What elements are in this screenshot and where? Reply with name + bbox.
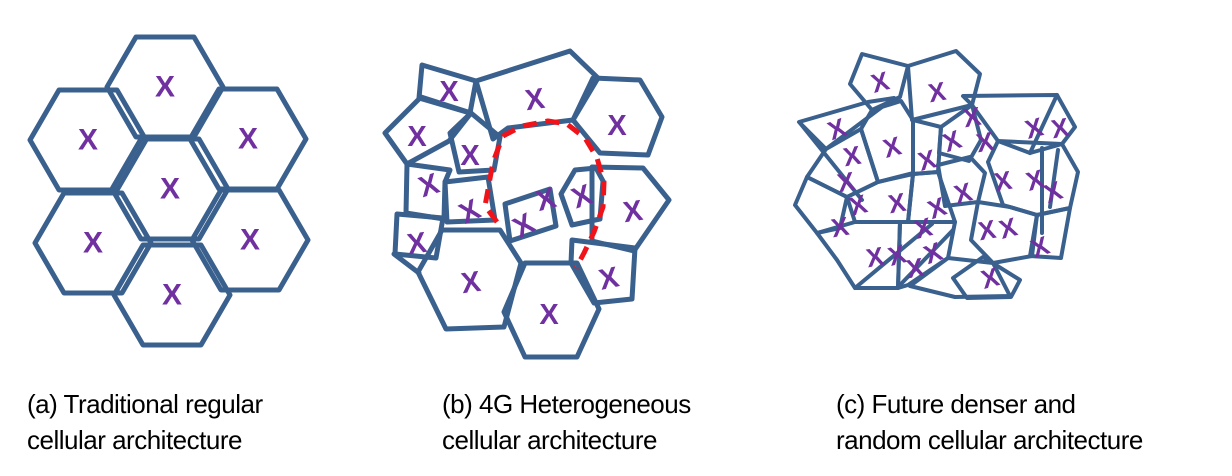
cell-polygon [27, 87, 149, 193]
cell-edge-line [1028, 93, 1059, 155]
base-station-marker: X [155, 71, 175, 104]
caption-c: (c) Future denser and random cellular ar… [836, 386, 1143, 458]
base-station-marker: X [1027, 230, 1054, 264]
cell-edge-line [1048, 148, 1060, 209]
base-station-marker: X [405, 227, 429, 261]
cell-edge-line [798, 121, 864, 202]
cell-polygon [558, 165, 606, 228]
base-station-marker: X [904, 252, 927, 285]
base-station-marker: X [539, 299, 559, 331]
base-station-marker: X [459, 266, 483, 300]
cell-polygon [109, 136, 231, 242]
cell-polygon [189, 187, 311, 293]
base-station-marker: X [533, 182, 561, 218]
cell-polygon [848, 52, 910, 112]
cell-polygon [589, 164, 672, 254]
caption-b-line-1: (b) 4G Heterogeneous [442, 389, 691, 419]
base-station-marker: X [886, 187, 909, 220]
base-station-marker: X [83, 227, 103, 260]
caption-c-line-1: (c) Future denser and [836, 389, 1076, 419]
base-station-marker: X [240, 224, 260, 257]
base-station-marker: X [1049, 112, 1072, 145]
base-station-marker: X [407, 121, 427, 153]
cell-polygon [908, 256, 1012, 299]
base-station-marker: X [880, 130, 905, 164]
base-station-marker: X [162, 279, 182, 312]
base-station-marker: X [846, 188, 871, 222]
caption-a: (a) Traditional regular cellular archite… [27, 386, 263, 458]
cell-polygon [382, 94, 474, 167]
caption-a-line-2: cellular architecture [27, 425, 242, 455]
base-station-marker: X [841, 140, 864, 173]
cell-polygon [392, 211, 446, 261]
cell-polygon [501, 260, 602, 360]
caption-b: (b) 4G Heterogeneous cellular architectu… [442, 386, 691, 458]
cell-polygon [936, 155, 987, 208]
base-station-marker: X [439, 76, 459, 108]
cell-polygon [447, 110, 503, 175]
base-station-marker: X [868, 65, 893, 99]
cell-edge-line [853, 222, 934, 290]
base-station-marker: X [78, 124, 98, 157]
base-station-marker: X [596, 261, 622, 296]
base-station-marker: X [976, 214, 999, 247]
base-station-marker: X [621, 195, 645, 229]
cell-polygon [32, 190, 154, 296]
base-station-marker: X [607, 110, 627, 142]
base-station-marker: X [454, 193, 486, 230]
base-station-marker: X [864, 241, 887, 274]
base-station-marker: X [992, 165, 1015, 198]
base-station-marker: X [996, 211, 1021, 245]
caption-b-line-2: cellular architecture [442, 425, 657, 455]
base-station-marker: X [835, 166, 858, 199]
base-station-marker: X [238, 123, 258, 156]
base-station-marker: X [415, 168, 444, 205]
cell-polygon [797, 96, 896, 151]
panel-a-traditional: X X X X X X X [27, 34, 311, 348]
cell-edge-line [898, 228, 955, 287]
cell-edge-line [391, 251, 422, 276]
cell-polygon [1028, 206, 1072, 260]
caption-c-line-2: random cellular architecture [836, 425, 1143, 455]
base-station-marker: X [460, 140, 480, 172]
cell-polygon [568, 237, 638, 306]
cell-polygon [906, 49, 982, 122]
macrocell-dashed-boundary [482, 118, 607, 270]
cell-polygon [502, 186, 559, 244]
cell-polygon [111, 242, 233, 348]
cell-polygon [937, 103, 983, 163]
base-station-marker: X [926, 76, 949, 109]
caption-a-line-1: (a) Traditional regular [27, 389, 263, 419]
cell-polygon [961, 93, 1077, 155]
base-station-marker: X [160, 173, 180, 206]
base-station-marker: X [974, 126, 997, 159]
cell-polygon [570, 75, 665, 158]
base-station-marker: X [523, 83, 547, 117]
base-station-marker: X [961, 101, 984, 134]
base-station-marker: X [829, 211, 852, 244]
